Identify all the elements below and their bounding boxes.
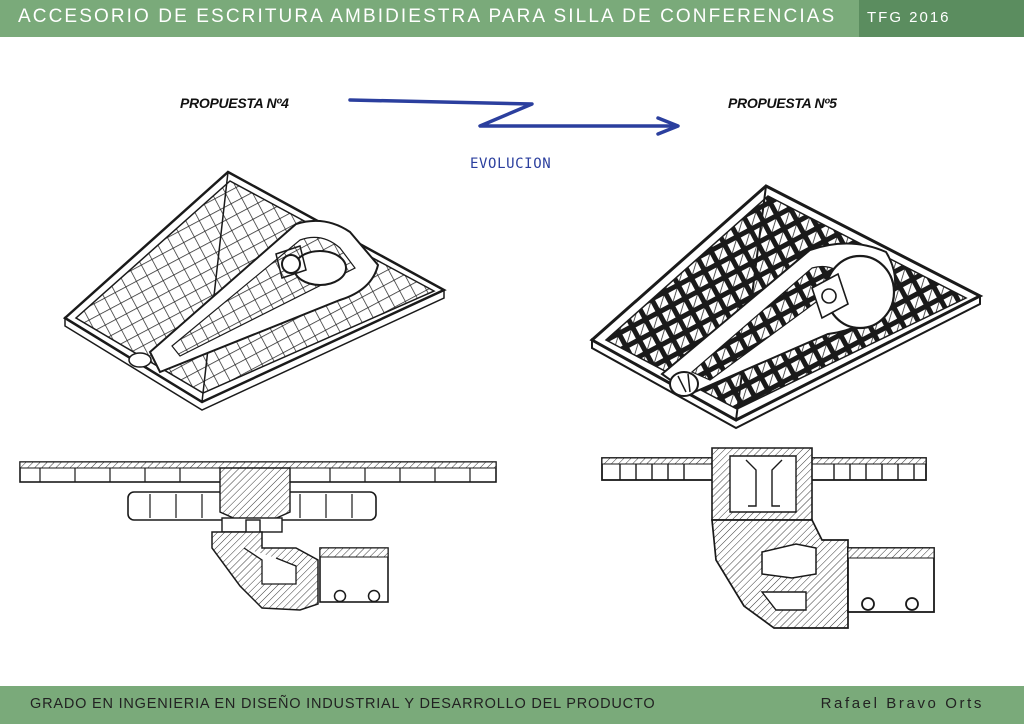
proposal-5-label: PROPUESTA Nº5: [728, 95, 837, 111]
header-bar: ACCESORIO DE ESCRITURA AMBIDIESTRA PARA …: [0, 0, 1024, 37]
proposal-5-isometric-view: [589, 184, 984, 430]
evolution-arrow: [348, 98, 680, 136]
proposal-4-isometric-view: [62, 170, 447, 411]
proposal-4-section-view: [19, 461, 497, 611]
evolution-label: EVOLUCION: [470, 156, 552, 172]
proposal-5-section-view: [601, 447, 935, 629]
footer-author: Rafael Bravo Orts: [820, 695, 984, 712]
footer-degree: GRADO EN INGENIERIA EN DISEÑO INDUSTRIAL…: [30, 696, 656, 712]
header-code: TFG 2016: [859, 0, 1024, 37]
footer-bar: GRADO EN INGENIERIA EN DISEÑO INDUSTRIAL…: [0, 686, 1024, 724]
proposal-4-label: PROPUESTA Nº4: [180, 95, 289, 111]
header-title: ACCESORIO DE ESCRITURA AMBIDIESTRA PARA …: [18, 6, 837, 27]
